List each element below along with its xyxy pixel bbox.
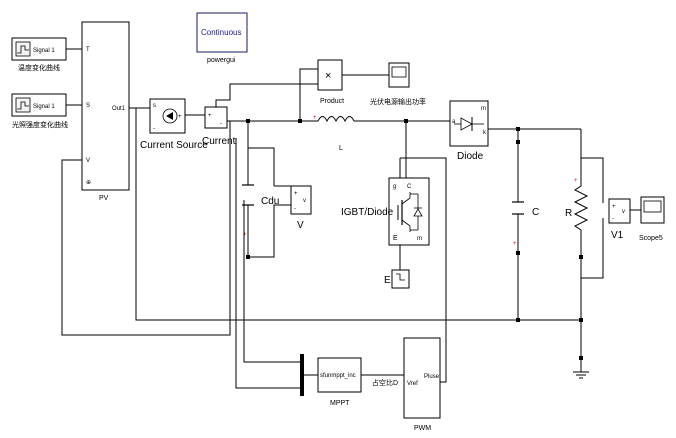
ground-e-block[interactable]	[391, 269, 410, 289]
svg-text:+: +	[178, 114, 182, 120]
igbt-port-e: E	[393, 235, 398, 242]
ground-e-label: E	[384, 275, 391, 286]
resistor-r-label: R	[565, 208, 572, 219]
inductor-label: L	[339, 145, 343, 152]
svg-text:+: +	[243, 232, 247, 238]
current-meas-minus: -	[220, 121, 222, 127]
resistor-r[interactable]: +	[573, 178, 589, 259]
scope5-block[interactable]	[640, 196, 665, 224]
product-block[interactable]: ×	[317, 59, 343, 91]
capacitor-c-label: C	[532, 207, 539, 218]
mppt-block[interactable]: sfunmppt_inc	[317, 357, 362, 393]
svg-text:-: -	[153, 126, 155, 132]
igbt-port-g: g	[393, 184, 396, 190]
pv-label: PV	[99, 195, 109, 202]
wire-i-to-product	[215, 83, 318, 107]
diode-port-m: m	[481, 106, 486, 112]
svg-text:+: +	[574, 178, 578, 184]
v1-plus: +	[612, 204, 616, 210]
signal-irr-caption: 光照强度变化曲线	[12, 120, 68, 129]
current-source-block[interactable]: s + -	[149, 98, 186, 134]
diode-port-a: a	[452, 119, 456, 125]
wire-pwm-to-g	[400, 157, 447, 383]
pwm-port-in: Vref	[407, 381, 418, 387]
signal-builder-irr[interactable]: Signal 1	[11, 93, 67, 117]
signal-irr-label: Signal 1	[33, 104, 55, 110]
capacitor-cdu[interactable]: +	[242, 184, 254, 238]
wire-v1-minus	[581, 218, 604, 279]
wire-feedback-v	[61, 121, 231, 336]
igbt-icon	[397, 192, 423, 232]
v-meas-port-v: v	[303, 198, 306, 204]
junctions	[246, 119, 583, 322]
voltage-meas-v1[interactable]: + - v	[608, 198, 631, 224]
pv-block[interactable]: T S V ⊕ Out1	[81, 21, 130, 191]
power-scope-caption: 光伏电源输出功率	[370, 97, 426, 106]
current-meas-label: Current	[202, 136, 236, 147]
diode-port-k: k	[483, 130, 487, 136]
signal-wires	[61, 48, 641, 389]
signal-temp-label: Signal 1	[33, 48, 55, 54]
capacitor-c[interactable]: +	[512, 140, 524, 255]
scope-icon	[643, 200, 662, 213]
pv-port-v: V	[86, 158, 90, 164]
scope-icon	[391, 66, 407, 78]
mppt-label: MPPT	[330, 400, 350, 407]
wire-mppt-v	[243, 200, 300, 363]
wire-mppt-i	[235, 138, 300, 389]
ground-e-icon	[396, 273, 405, 281]
current-source-port-s: s	[153, 103, 156, 109]
signal-builder-icon	[15, 41, 31, 57]
resistor-icon	[573, 178, 589, 238]
v1-label: V1	[611, 230, 624, 241]
inductor-l[interactable]: +	[313, 115, 355, 126]
current-meas-block[interactable]: + -	[204, 106, 228, 129]
powergui-label: powergui	[207, 57, 236, 64]
inductor-icon	[317, 116, 355, 123]
ground-icon	[573, 356, 589, 379]
product-label: Product	[320, 98, 344, 105]
duty-label: 占空比D	[372, 378, 398, 387]
v1-port-v: v	[622, 209, 625, 215]
diode-block[interactable]: a k m	[449, 100, 489, 147]
pv-port-t: T	[86, 47, 90, 53]
pwm-block[interactable]: Vref Pluse	[403, 337, 441, 419]
wire-bottom-rail	[135, 108, 581, 321]
v-meas-plus: +	[294, 191, 298, 197]
mux-bar[interactable]	[300, 354, 304, 396]
cdu-label: Cdu	[261, 196, 279, 207]
wire-v1-plus	[581, 157, 604, 203]
svg-text:+: +	[513, 241, 517, 247]
wire-v-to-product	[299, 68, 318, 121]
powergui-mode: Continuous	[201, 28, 241, 37]
signal-builder-temp[interactable]: Signal 1	[11, 37, 67, 61]
v-meas-label: V	[297, 220, 304, 231]
power-scope-block[interactable]	[388, 62, 410, 88]
powergui-block[interactable]: Continuous	[196, 12, 248, 53]
diode-label: Diode	[457, 151, 484, 162]
v-meas-minus: -	[294, 206, 296, 212]
pv-port-s: S	[86, 103, 90, 109]
v1-minus: -	[612, 216, 614, 222]
scope5-label: Scope5	[639, 235, 663, 242]
igbt-label: IGBT/Diode	[341, 207, 394, 218]
mppt-function: sfunmppt_inc	[320, 373, 356, 379]
igbt-port-m: m	[417, 236, 422, 242]
wire-cdu-bot	[248, 204, 291, 258]
svg-text:+: +	[313, 115, 317, 121]
signal-builder-icon	[15, 97, 31, 113]
pwm-port-out: Pluse	[424, 374, 440, 380]
pwm-label: PWM	[414, 425, 431, 432]
igbt-block[interactable]: g C E m	[388, 177, 430, 246]
current-meas-plus: +	[208, 113, 212, 119]
product-symbol: ×	[325, 70, 331, 82]
current-source-label: Current Source	[140, 140, 208, 151]
igbt-port-c: C	[407, 184, 412, 190]
voltage-meas-v[interactable]: + - v	[290, 185, 312, 215]
svg-text:⊕: ⊕	[86, 180, 91, 186]
wire-cdu-top	[247, 121, 275, 186]
pv-port-out: Out1	[112, 106, 126, 112]
signal-temp-caption: 温度变化曲线	[18, 63, 60, 72]
